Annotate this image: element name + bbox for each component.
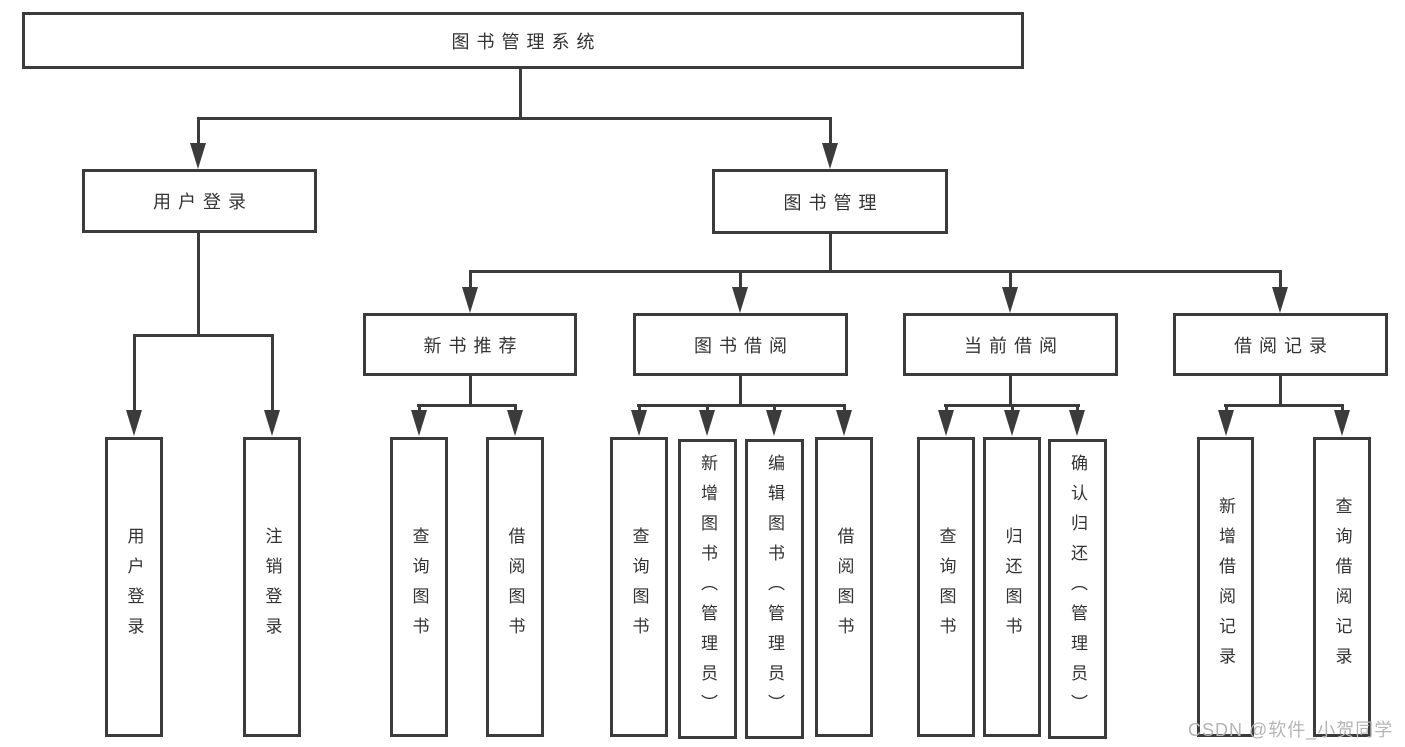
- connector-new-rec-stem: [469, 376, 472, 406]
- leaf-borrow-query-books: 查询图书: [610, 437, 668, 737]
- leaf-current-return-books: 归还图书: [983, 437, 1041, 737]
- connector-leaf-drop: [418, 404, 421, 414]
- connector-borrowing-rail: [637, 404, 846, 407]
- connector-drop-user-login: [197, 117, 200, 148]
- arrowhead-down-icon: [507, 410, 523, 436]
- connector-leaf-drop: [514, 404, 517, 414]
- connector-user-login-stem: [197, 233, 200, 336]
- connector-drop-current: [1009, 270, 1012, 292]
- leaf-borrow-add-books-admin: 新增图书（管理员）: [678, 439, 737, 739]
- connector-drop-leaf-user-login: [133, 334, 136, 415]
- leaf-rec-query-books: 查询图书: [390, 437, 448, 737]
- connector-records-rail: [1224, 404, 1344, 407]
- connector-leaf-drop: [1076, 404, 1079, 414]
- connector-user-login-rail: [133, 334, 274, 337]
- node-book-management: 图书管理: [712, 169, 948, 234]
- connector-root-stem: [519, 69, 522, 119]
- arrowhead-down-icon: [1004, 410, 1020, 436]
- arrowhead-down-icon: [1002, 287, 1018, 313]
- connector-drop-new-rec: [469, 270, 472, 292]
- connector-new-rec-rail: [417, 404, 517, 407]
- connector-book-mgmt-stem: [829, 234, 832, 272]
- connector-drop-records: [1279, 270, 1282, 292]
- connector-leaf-drop: [1225, 404, 1228, 414]
- connector-level1-rail: [197, 117, 832, 120]
- arrowhead-down-icon: [938, 410, 954, 436]
- arrowhead-down-icon: [190, 143, 206, 169]
- connector-drop-leaf-logout: [271, 334, 274, 415]
- node-book-borrowing: 图书借阅: [633, 313, 848, 376]
- node-borrowing-records: 借阅记录: [1173, 313, 1388, 376]
- connector-leaf-drop: [773, 404, 776, 414]
- arrowhead-down-icon: [631, 410, 647, 436]
- node-new-book-recommend: 新书推荐: [363, 313, 577, 376]
- connector-level2-rail: [469, 270, 1282, 273]
- connector-leaf-drop: [706, 404, 709, 414]
- leaf-records-add-record: 新增借阅记录: [1197, 437, 1254, 737]
- leaf-user-login: 用户登录: [105, 437, 163, 737]
- arrowhead-down-icon: [1272, 287, 1288, 313]
- connector-leaf-drop: [1341, 404, 1344, 414]
- node-current-borrowing: 当前借阅: [903, 313, 1118, 376]
- arrowhead-down-icon: [1334, 410, 1350, 436]
- arrowhead-down-icon: [699, 410, 715, 436]
- leaf-current-query-books: 查询图书: [917, 437, 975, 737]
- leaf-borrow-edit-books-admin: 编辑图书（管理员）: [745, 439, 804, 739]
- connector-current-stem: [1009, 376, 1012, 406]
- arrowhead-down-icon: [822, 143, 838, 169]
- leaf-borrow-borrow-books: 借阅图书: [815, 437, 873, 737]
- arrowhead-down-icon: [766, 410, 782, 436]
- connector-drop-borrowing: [739, 270, 742, 292]
- arrowhead-down-icon: [411, 410, 427, 436]
- connector-drop-book-mgmt: [829, 117, 832, 148]
- connector-leaf-drop: [843, 404, 846, 414]
- arrowhead-down-icon: [1218, 410, 1234, 436]
- connector-borrowing-stem: [739, 376, 742, 406]
- arrowhead-down-icon: [1069, 410, 1085, 436]
- leaf-logout: 注销登录: [243, 437, 301, 737]
- node-root: 图书管理系统: [22, 12, 1024, 69]
- node-user-login: 用户登录: [82, 169, 317, 233]
- watermark: CSDN @软件_小贺同学: [1188, 720, 1394, 740]
- connector-leaf-drop: [945, 404, 948, 414]
- leaf-current-confirm-return-admin: 确认归还（管理员）: [1048, 439, 1107, 739]
- arrowhead-down-icon: [462, 287, 478, 313]
- arrowhead-down-icon: [732, 287, 748, 313]
- arrowhead-down-icon: [264, 410, 280, 436]
- leaf-records-query-record: 查询借阅记录: [1313, 437, 1371, 737]
- arrowhead-down-icon: [836, 410, 852, 436]
- leaf-rec-borrow-books: 借阅图书: [486, 437, 544, 737]
- connector-records-stem: [1279, 376, 1282, 406]
- arrowhead-down-icon: [126, 410, 142, 436]
- connector-leaf-drop: [638, 404, 641, 414]
- connector-leaf-drop: [1011, 404, 1014, 414]
